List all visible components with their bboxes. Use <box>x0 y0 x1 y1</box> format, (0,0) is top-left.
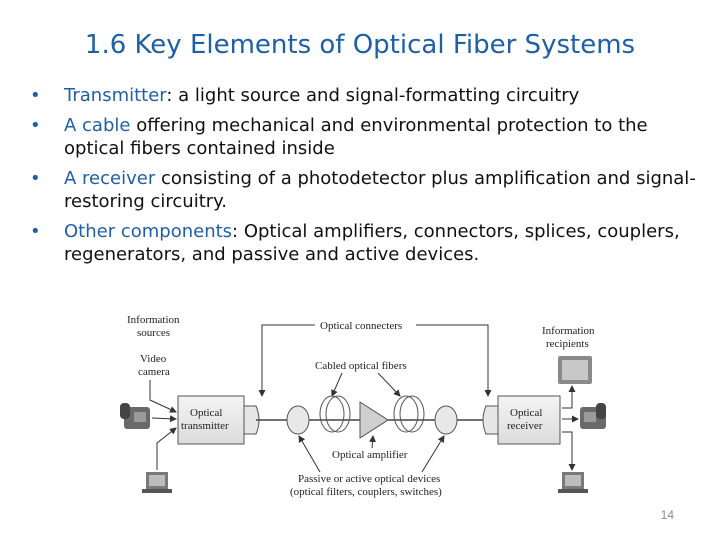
video-camera-label: Video <box>140 353 167 365</box>
bullet-list: • Transmitter: a light source and signal-… <box>30 84 700 273</box>
page-number: 14 <box>660 508 674 522</box>
connector-icon <box>482 405 499 435</box>
fiber-coil-icon <box>393 395 419 433</box>
video-camera-label: camera <box>138 366 170 378</box>
bullet-item: • A receiver consisting of a photodetecto… <box>30 167 700 213</box>
info-sources-label: sources <box>137 327 170 339</box>
bullet-highlight: Other components <box>64 221 233 242</box>
bullet-highlight: A receiver <box>64 168 156 189</box>
info-recipients-label: Information <box>542 325 595 337</box>
optical-receiver-box <box>497 395 561 445</box>
receiver-label: Optical <box>510 407 542 419</box>
bullet-dot-icon: • <box>30 221 41 242</box>
bullet-dot-icon: • <box>30 85 41 106</box>
fiber-coil-icon <box>319 395 345 433</box>
splice-icon <box>286 405 310 435</box>
passive-devices-label: (optical filters, couplers, switches) <box>290 486 442 498</box>
splice-icon <box>434 405 458 435</box>
bullet-dot-icon: • <box>30 115 41 136</box>
bullet-highlight: Transmitter <box>64 85 167 106</box>
connector-icon <box>243 405 260 435</box>
bullet-text: offering mechanical and environmental pr… <box>64 115 648 159</box>
receiver-label: receiver <box>507 420 543 432</box>
television-icon <box>558 356 592 384</box>
transmitter-label: Optical <box>190 407 222 419</box>
amplifier-icon <box>359 401 389 439</box>
bullet-item: • Other components: Optical amplifiers, c… <box>30 220 700 266</box>
bullet-text: : Optical amplifiers, connectors, splice… <box>64 221 680 265</box>
fiber-system-diagram: Information sources Video camera Informa… <box>120 314 606 498</box>
transmitter-label: transmitter <box>181 420 229 432</box>
bullet-item: • Transmitter: a light source and signal-… <box>30 84 700 107</box>
optical-amplifier-label: Optical amplifier <box>332 449 408 461</box>
bullet-text: : a light source and signal-formatting c… <box>166 85 580 106</box>
bullet-dot-icon: • <box>30 168 41 189</box>
optical-transmitter-box <box>177 395 245 445</box>
info-recipients-label: recipients <box>546 338 589 350</box>
bullet-item: • A cable offering mechanical and environ… <box>30 114 700 160</box>
telephone-icon <box>580 403 606 429</box>
passive-devices-label: Passive or active optical devices <box>298 473 440 485</box>
cabled-fibers-label: Cabled optical fibers <box>315 360 407 372</box>
bullet-highlight: A cable <box>64 115 131 136</box>
bullet-text: consisting of a photodetector plus ampli… <box>64 168 696 212</box>
telephone-icon <box>120 403 150 429</box>
info-sources-label: Information <box>127 314 180 326</box>
laptop-icon <box>558 472 588 493</box>
laptop-icon <box>142 472 172 493</box>
optical-connectors-label: Optical connecters <box>320 320 402 332</box>
slide-title: 1.6 Key Elements of Optical Fiber System… <box>84 30 636 60</box>
